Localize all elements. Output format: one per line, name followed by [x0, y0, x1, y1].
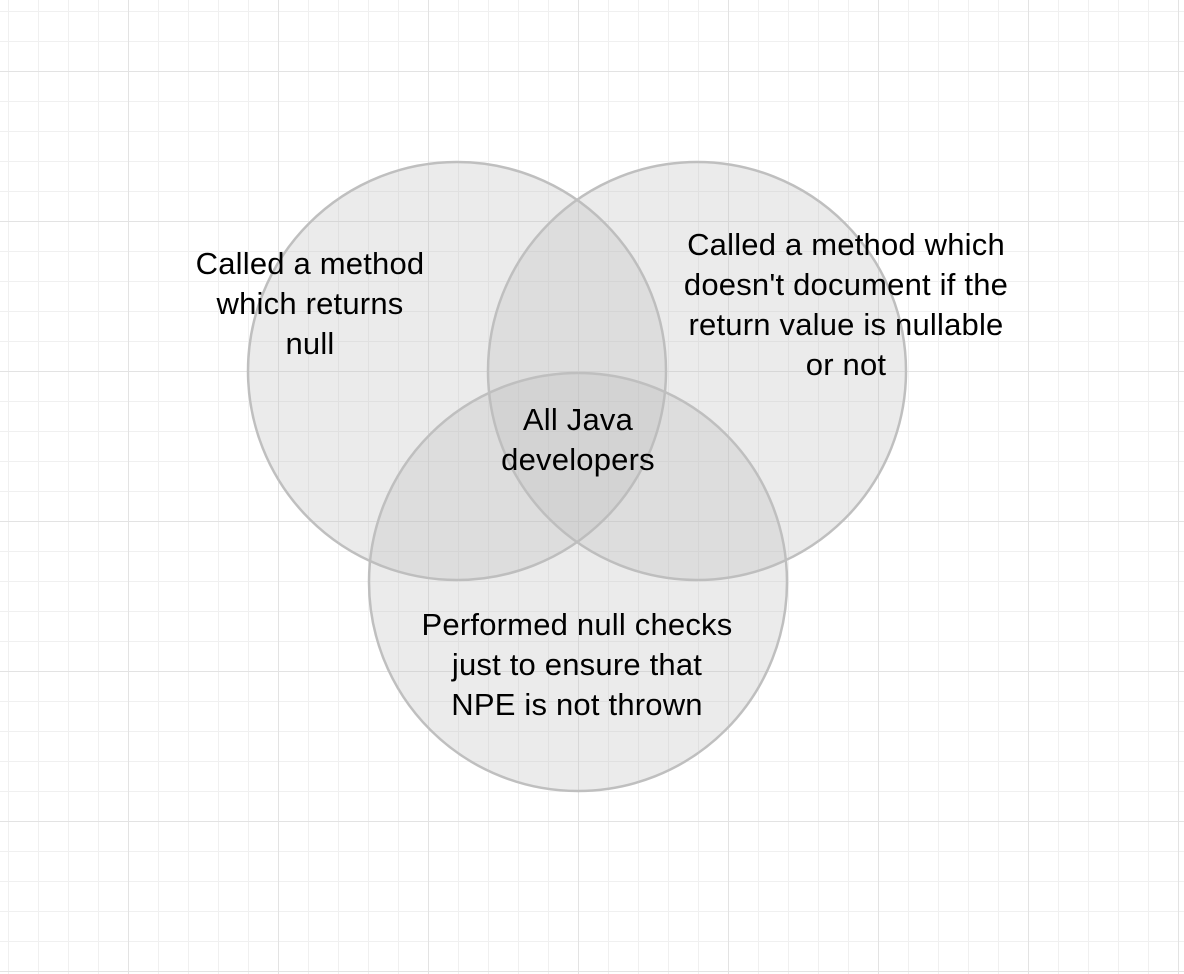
venn-label-right-set[interactable]: Called a method which doesn't document i… [683, 227, 1009, 382]
venn-label-bottom-set[interactable]: Performed null checks just to ensure tha… [421, 607, 733, 722]
venn-circle-left[interactable] [246, 160, 668, 582]
venn-label-center-intersection[interactable]: All Java developers [501, 402, 655, 477]
venn-circle-right[interactable] [486, 160, 908, 582]
venn-circle-bottom[interactable] [367, 371, 789, 793]
venn-label-left-set[interactable]: Called a method which returns null [195, 246, 425, 361]
